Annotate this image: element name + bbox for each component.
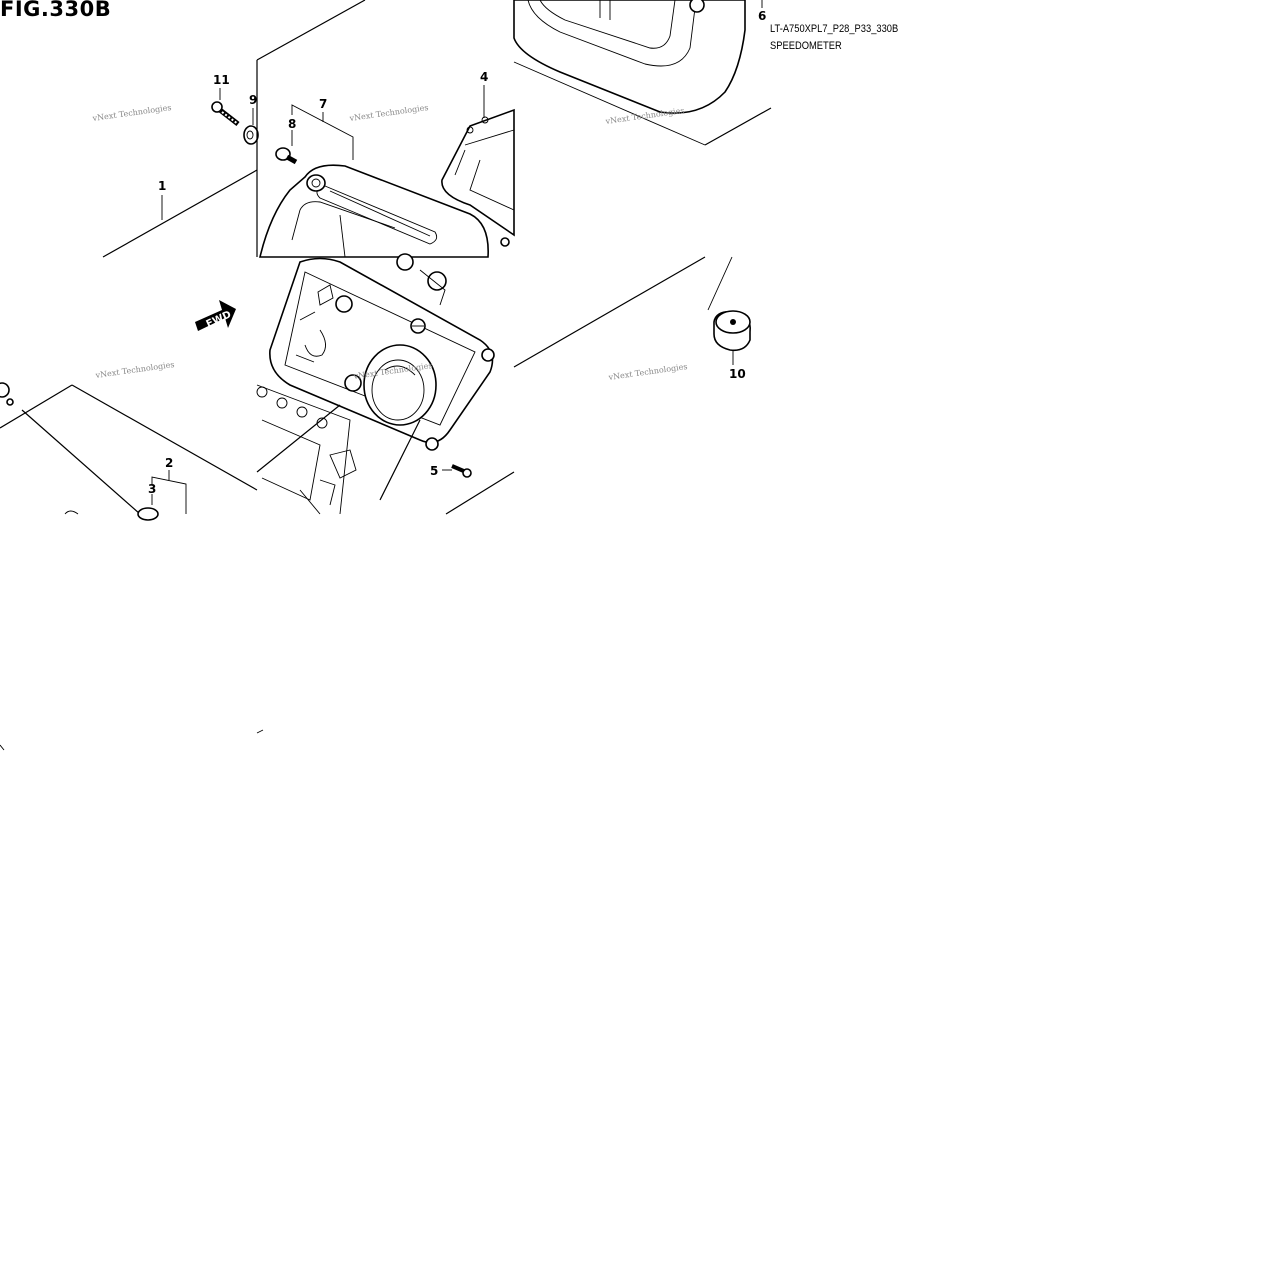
figure-title: FIG.330B: [0, 0, 112, 21]
callout-3: 3: [148, 482, 156, 496]
tile-middle-right: [513, 256, 752, 368]
callout-labels: 1 2 3 4 5 6 7 8 9 10 11: [148, 9, 766, 496]
callout-9: 9: [249, 93, 257, 107]
washer-part-9: [243, 125, 259, 145]
tile-top-left: [102, 88, 259, 258]
callout-7: 7: [319, 97, 327, 111]
callout-1: 1: [158, 179, 166, 193]
grommet-part-10: [713, 310, 752, 352]
screw-part-8: [275, 147, 298, 165]
figure-code: LT-A750XPL7_P28_P33_330B: [770, 23, 899, 35]
callout-2: 2: [165, 456, 173, 470]
screw-part-5: [451, 464, 472, 478]
circuit-board-part: [256, 384, 357, 515]
tile-top-right: [513, 0, 772, 146]
callout-11: 11: [213, 73, 230, 87]
meter-housing-part-4: [441, 108, 515, 237]
callout-4: 4: [480, 70, 488, 84]
watermark-6: vNext Technologies: [607, 362, 688, 382]
watermark-2: vNext Technologies: [348, 103, 429, 123]
meter-case-part: [269, 253, 495, 451]
tile-center: [256, 253, 515, 515]
bolt-part-11: [211, 101, 240, 126]
callout-5: 5: [430, 464, 438, 478]
forward-arrow-icon: [195, 300, 236, 331]
tile-bottom-left: [0, 729, 264, 751]
watermark-3: vNext Technologies: [604, 106, 685, 126]
tile-middle-left: [0, 300, 258, 521]
callout-8: 8: [288, 117, 296, 131]
watermark-1: vNext Technologies: [91, 103, 172, 123]
callout-6: 6: [758, 9, 766, 23]
figure-subtitle: SPEEDOMETER: [770, 40, 842, 52]
tile-top-middle: [256, 0, 515, 258]
watermark-4: vNext Technologies: [94, 360, 175, 380]
callout-10: 10: [729, 367, 746, 381]
meter-cover-part: [258, 164, 489, 258]
